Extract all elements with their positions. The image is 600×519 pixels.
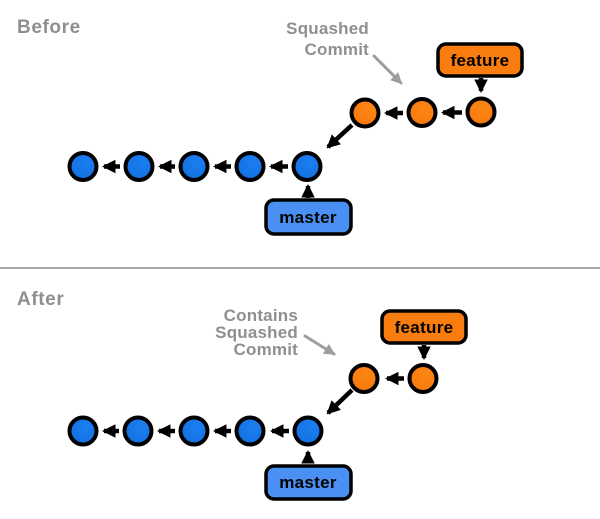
after-section: After Contains Squashed Commit feature m… — [17, 289, 468, 501]
feature-label-box — [380, 309, 468, 345]
master-branch-label: master — [264, 198, 353, 236]
annotation-arrow — [303, 334, 336, 356]
feature-label-text: feature — [395, 318, 454, 337]
feature-commit-node — [407, 363, 439, 394]
contains-squashed-annotation-line3: Commit — [234, 340, 299, 359]
contains-squashed-annotation-line2: Squashed — [215, 323, 298, 342]
after-section-label: After — [17, 289, 64, 310]
master-commit-node — [292, 415, 324, 447]
master-commit-node — [234, 415, 266, 447]
master-label-text: master — [279, 473, 337, 492]
master-commit-node — [67, 415, 99, 447]
feature-commit-node — [348, 363, 380, 394]
master-commit-node — [291, 151, 323, 182]
branch-merge-arrow — [326, 388, 354, 415]
master-commit-node — [123, 151, 155, 182]
squashed-commit-annotation-line1: Squashed — [286, 19, 369, 38]
feature-branch-label: feature — [380, 309, 468, 345]
before-section-label: Before — [17, 17, 81, 38]
section-divider — [0, 267, 600, 269]
master-label-text: master — [279, 208, 337, 227]
before-section: Before Squashed Commit feature master — [17, 17, 524, 236]
feature-commit-node — [349, 97, 381, 129]
feature-label-box — [436, 42, 524, 78]
feature-commit-node — [465, 96, 497, 128]
contains-squashed-annotation-line1: Contains — [224, 306, 298, 325]
master-commit-node — [234, 151, 266, 182]
branch-merge-arrow — [326, 123, 354, 149]
master-label-box — [264, 464, 353, 501]
master-branch-label: master — [264, 464, 353, 501]
master-commit-node — [178, 151, 210, 182]
master-commit-node — [122, 415, 154, 447]
feature-branch-label: feature — [436, 42, 524, 78]
master-commit-node — [67, 151, 99, 182]
squashed-commit-annotation-line2: Commit — [305, 40, 370, 59]
annotation-arrow — [372, 54, 403, 85]
master-label-box — [264, 198, 353, 236]
feature-commit-node — [406, 97, 438, 128]
master-commit-node — [178, 415, 210, 447]
feature-label-text: feature — [451, 51, 510, 70]
